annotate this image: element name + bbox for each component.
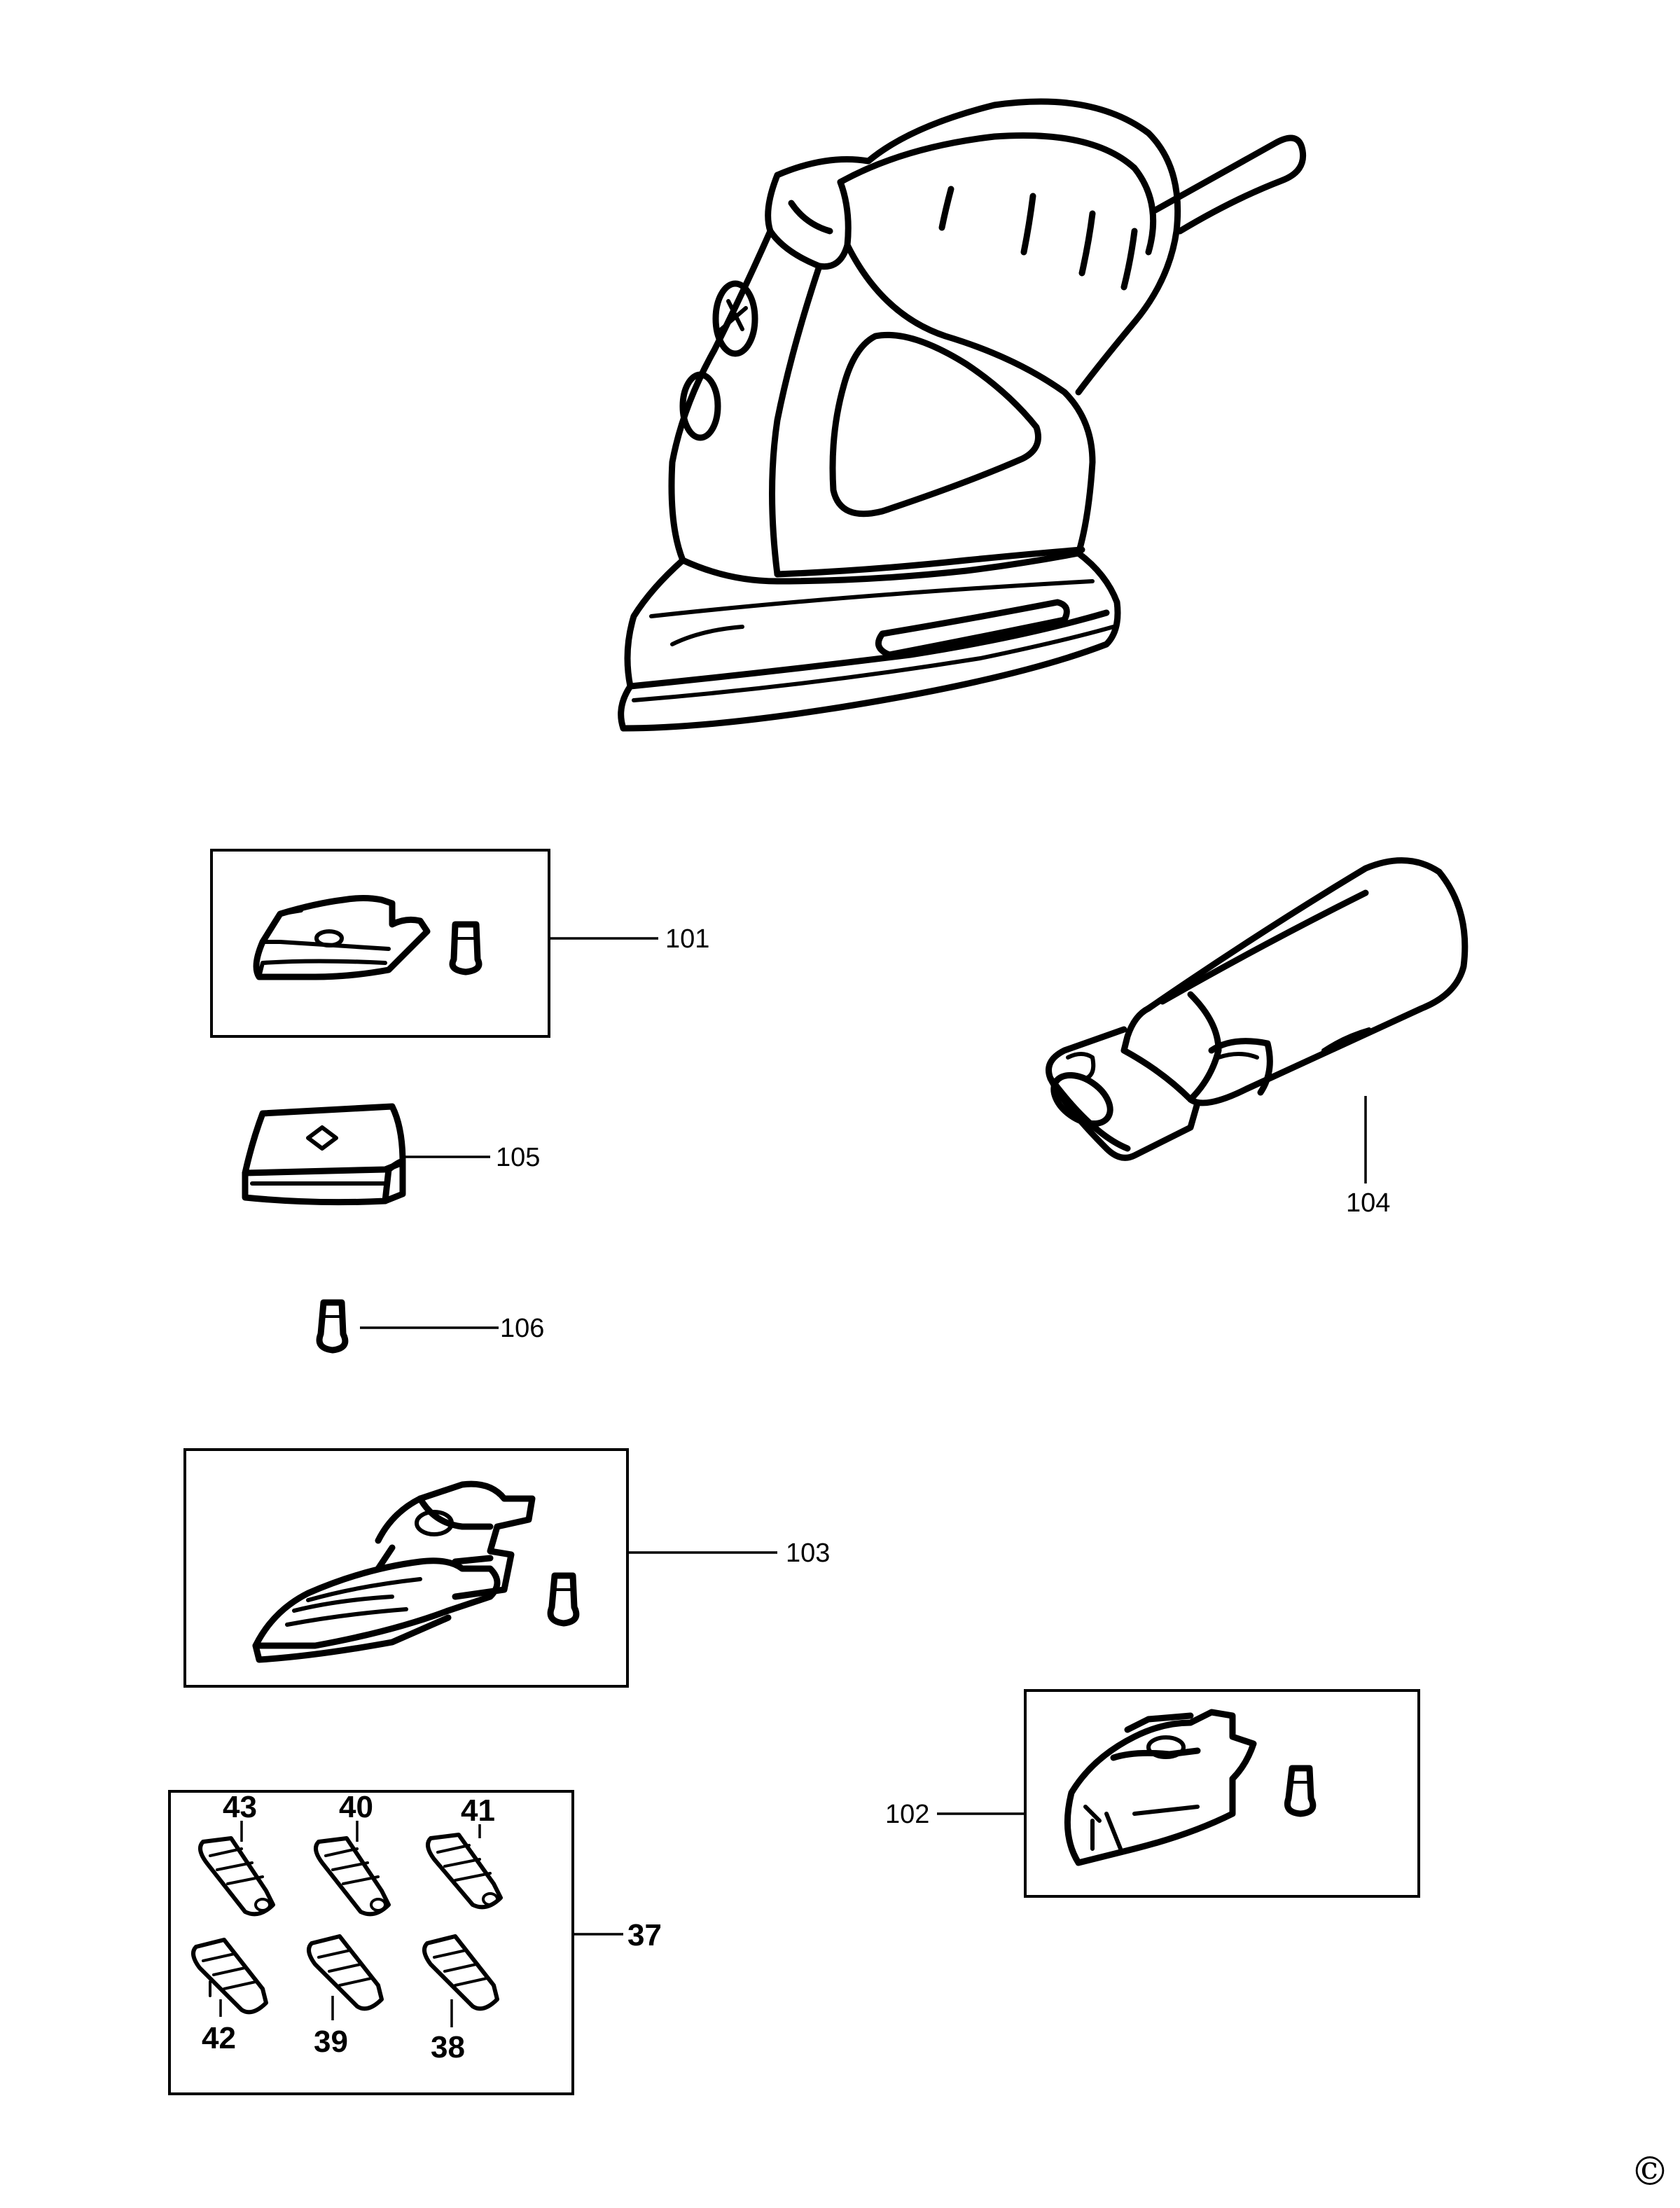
clip-38-drawing xyxy=(422,1934,499,2011)
part-104-group: 104 xyxy=(1046,857,1469,1218)
label-42: 42 xyxy=(202,2021,236,2055)
label-41: 41 xyxy=(461,1793,495,1828)
clip-39-drawing xyxy=(307,1934,384,2011)
part-102-screw-drawing xyxy=(1284,1765,1317,1817)
label-43: 43 xyxy=(223,1790,257,1824)
part-101-pad-drawing xyxy=(253,895,431,980)
part-106-screw-drawing xyxy=(316,1299,349,1354)
part-37-frame xyxy=(168,1790,574,2095)
label-101: 101 xyxy=(665,924,709,954)
part-103-frame xyxy=(183,1448,629,1688)
label-39: 39 xyxy=(314,2025,348,2059)
label-104: 104 xyxy=(1346,1188,1390,1218)
part-102-frame xyxy=(1024,1689,1420,1898)
part-103-attachment-drawing xyxy=(252,1480,536,1663)
part-101-group: 101 xyxy=(210,849,709,1038)
part-102-attachment-drawing xyxy=(1064,1709,1257,1866)
clip-40-drawing xyxy=(314,1836,391,1917)
label-37: 37 xyxy=(627,1918,662,1952)
part-103-screw-drawing xyxy=(547,1572,580,1627)
copyright-mark: © xyxy=(1630,2149,1669,2195)
clip-41-drawing xyxy=(426,1833,503,1910)
part-105-pad-drawing xyxy=(242,1103,406,1206)
label-38: 38 xyxy=(431,2030,465,2064)
label-102: 102 xyxy=(885,1800,929,1829)
part-103-group: 103 xyxy=(183,1448,830,1688)
part-102-group: 102 xyxy=(885,1689,1420,1898)
part-105-group: 105 xyxy=(242,1103,540,1206)
label-40: 40 xyxy=(339,1790,373,1824)
label-105: 105 xyxy=(496,1143,540,1172)
detail-sander-drawing xyxy=(618,98,1307,732)
part-106-group: 106 xyxy=(316,1299,544,1354)
part-37-group: 37 43 40 41 42 xyxy=(168,1790,662,2095)
clip-43-drawing xyxy=(198,1836,275,1917)
part-104-canister-drawing xyxy=(1046,857,1469,1161)
label-106: 106 xyxy=(500,1314,544,1343)
part-101-screw-drawing xyxy=(449,921,483,975)
clip-42-drawing xyxy=(191,1938,268,2015)
part-101-frame xyxy=(210,849,550,1038)
label-103: 103 xyxy=(786,1539,830,1568)
